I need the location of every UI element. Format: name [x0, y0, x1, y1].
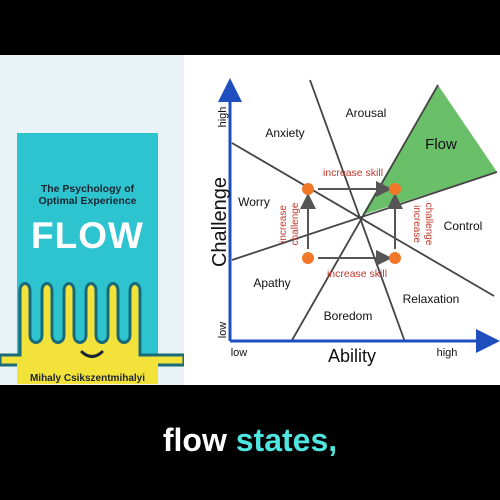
caption-word-1: flow [162, 422, 227, 458]
y-axis-title: Challenge [209, 177, 231, 267]
book-subtitle-line-2: Optimal Experience [38, 195, 137, 207]
annotation-increase-challenge-left-2: challenge [290, 202, 301, 245]
annotation-increase-challenge-right-2: challenge [423, 203, 434, 246]
book-cover-panel: The Psychology of Optimal Experience FLO… [0, 55, 184, 385]
region-label-flow: Flow [425, 136, 457, 153]
book-author: Mihaly Csikszentmihalyi [29, 373, 146, 384]
divider-line-worry-apathy [231, 171, 498, 261]
region-label-boredom: Boredom [324, 309, 373, 323]
book-wave-shape [0, 282, 184, 367]
region-label-apathy: Apathy [253, 276, 290, 290]
x-axis-high-label: high [437, 347, 458, 359]
annotation-increase-skill-bottom: increase skill [327, 268, 387, 280]
flow-diagram-panel: Challenge high low Ability low high Flow… [184, 55, 500, 385]
marker-bottom-right [389, 252, 401, 264]
y-axis-high-label: high [217, 107, 229, 128]
x-axis-low-label: low [231, 347, 248, 359]
divider-line-arousal-relaxation [309, 79, 406, 343]
annotation-increase-challenge-right-1: increase [411, 205, 422, 243]
divider-line-anxiety-control [231, 142, 495, 297]
flow-channel-diagram: Challenge high low Ability low high Flow… [209, 78, 500, 366]
region-label-anxiety: Anxiety [265, 126, 304, 140]
book-smile-icon [80, 350, 104, 358]
region-label-control: Control [444, 219, 483, 233]
caption: flow states, [0, 422, 500, 459]
divider-line-flow-boredom [290, 84, 439, 343]
book-cover-art [0, 282, 184, 384]
region-label-arousal: Arousal [346, 106, 387, 120]
marker-bottom-left [302, 252, 314, 264]
book-title: FLOW [31, 215, 144, 256]
annotation-increase-challenge-left-1: increase [278, 205, 289, 243]
marker-top-right [389, 183, 401, 195]
y-axis-low-label: low [217, 322, 229, 339]
book-subtitle: The Psychology of Optimal Experience [17, 183, 158, 207]
x-axis-title: Ability [328, 346, 376, 366]
marker-top-left [302, 183, 314, 195]
region-label-relaxation: Relaxation [403, 292, 460, 306]
annotation-increase-skill-top: increase skill [323, 167, 383, 179]
region-label-worry: Worry [238, 195, 270, 209]
book-author-band [17, 360, 158, 384]
caption-word-2: states, [235, 422, 338, 458]
book-subtitle-line-1: The Psychology of [40, 183, 135, 195]
